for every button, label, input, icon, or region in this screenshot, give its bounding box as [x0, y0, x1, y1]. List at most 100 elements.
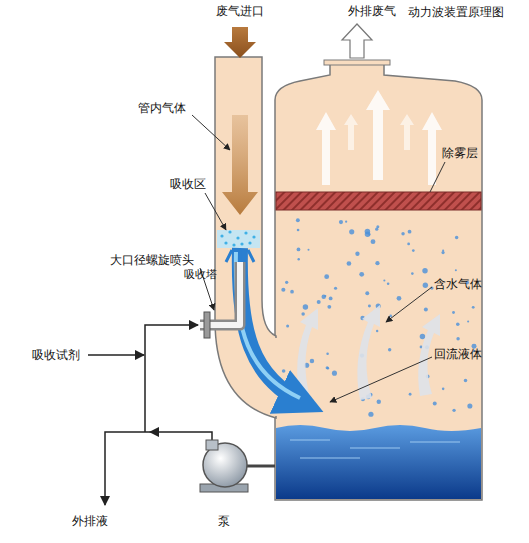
callout-label: 吸收区 [170, 177, 206, 191]
water-droplet [339, 220, 343, 224]
callout-label: 废气进口 [216, 4, 264, 18]
water-droplet [297, 229, 300, 232]
tower-shell [275, 64, 482, 500]
water-droplet [322, 294, 326, 298]
water-droplet [326, 352, 329, 355]
callout-label: 除雾层 [442, 146, 478, 160]
water-droplet [368, 412, 373, 417]
water-droplet [365, 291, 369, 295]
water-droplet [327, 305, 331, 309]
water-droplet [455, 269, 457, 271]
water-droplet [411, 272, 414, 275]
water-droplet [347, 261, 352, 266]
water-droplet [334, 287, 337, 290]
inlet-arrow [224, 27, 256, 58]
water-droplet [388, 348, 391, 351]
callout-label: 吸收试剂 [32, 348, 80, 362]
water-droplet [397, 296, 402, 301]
moist-gas-arrows [297, 305, 440, 400]
water-droplet [317, 300, 321, 304]
callout-label: 外排液 [72, 514, 108, 528]
water-droplet [359, 272, 364, 277]
water-droplet [332, 371, 337, 376]
reagent-inlet-arrow [88, 354, 144, 356]
liquid-ripple [290, 440, 460, 458]
water-droplet [464, 379, 467, 382]
reagent-feed-line [145, 325, 198, 432]
callout-label: 大口径螺旋喷头 [110, 253, 194, 267]
water-droplet [452, 311, 455, 314]
diagram-title: 动力波装置原理图 [408, 5, 504, 19]
water-droplet [456, 337, 459, 340]
spray-dots [220, 230, 255, 246]
water-droplet [308, 249, 310, 251]
water-droplet [383, 280, 385, 282]
water-droplet [375, 227, 378, 230]
water-droplet [433, 402, 437, 406]
water-droplet [420, 334, 425, 339]
water-droplet [376, 330, 378, 332]
water-droplet [407, 242, 410, 245]
discharge-branch [105, 432, 150, 505]
tube-gas-arrow [222, 115, 258, 215]
water-droplet [311, 403, 315, 407]
water-droplet [297, 248, 301, 252]
water-droplet [377, 400, 381, 404]
water-droplet [326, 366, 329, 369]
spray-zone [217, 230, 260, 248]
callout-label: 含水气体 [434, 277, 482, 291]
water-droplet [375, 261, 379, 265]
water-droplet [324, 295, 326, 297]
nozzle-flange [204, 312, 210, 338]
demister-layer [276, 192, 481, 210]
water-droplet [409, 393, 412, 396]
rising-gas-arrows [316, 90, 442, 185]
water-droplet [389, 315, 392, 318]
water-droplet [467, 403, 472, 408]
water-droplet [285, 281, 288, 284]
callout-label: 回流液体 [434, 347, 482, 361]
outlet-flange [324, 60, 390, 65]
water-droplet [455, 236, 458, 239]
water-droplet [310, 359, 315, 364]
pump-outlet [206, 440, 218, 450]
water-droplet [442, 388, 445, 391]
water-droplet [472, 306, 475, 309]
water-droplets [281, 218, 476, 417]
water-droplet [286, 325, 289, 328]
pump-suction-pipe [246, 465, 275, 468]
water-droplet [441, 251, 444, 254]
water-droplet [296, 218, 300, 222]
water-droplet [408, 230, 412, 234]
water-droplet [422, 268, 427, 273]
water-droplet [281, 288, 285, 292]
outlet-arrow [342, 24, 372, 58]
callout-label: 外排废气 [348, 4, 396, 18]
water-droplet [349, 229, 354, 234]
water-droplet [365, 229, 371, 235]
water-droplet [290, 290, 294, 294]
callout-label: 管内气体 [138, 101, 186, 115]
water-droplet [282, 369, 286, 373]
liquid-pool [276, 425, 481, 499]
water-droplet [345, 221, 347, 223]
water-droplet [412, 249, 415, 252]
pump-discharge-line [150, 432, 212, 446]
water-droplet [329, 296, 333, 300]
spray-jets [226, 250, 254, 262]
water-droplet [303, 304, 308, 309]
water-droplet [301, 312, 304, 315]
water-droplet [368, 305, 371, 308]
water-droplet [423, 283, 428, 288]
water-droplet [401, 232, 404, 235]
water-droplet [424, 308, 428, 312]
water-droplet [387, 282, 390, 285]
water-droplet [371, 239, 376, 244]
water-droplet [456, 323, 460, 327]
water-droplet [297, 258, 299, 260]
water-droplet [355, 252, 359, 256]
water-droplet [467, 320, 469, 322]
leader-lines [192, 115, 445, 402]
